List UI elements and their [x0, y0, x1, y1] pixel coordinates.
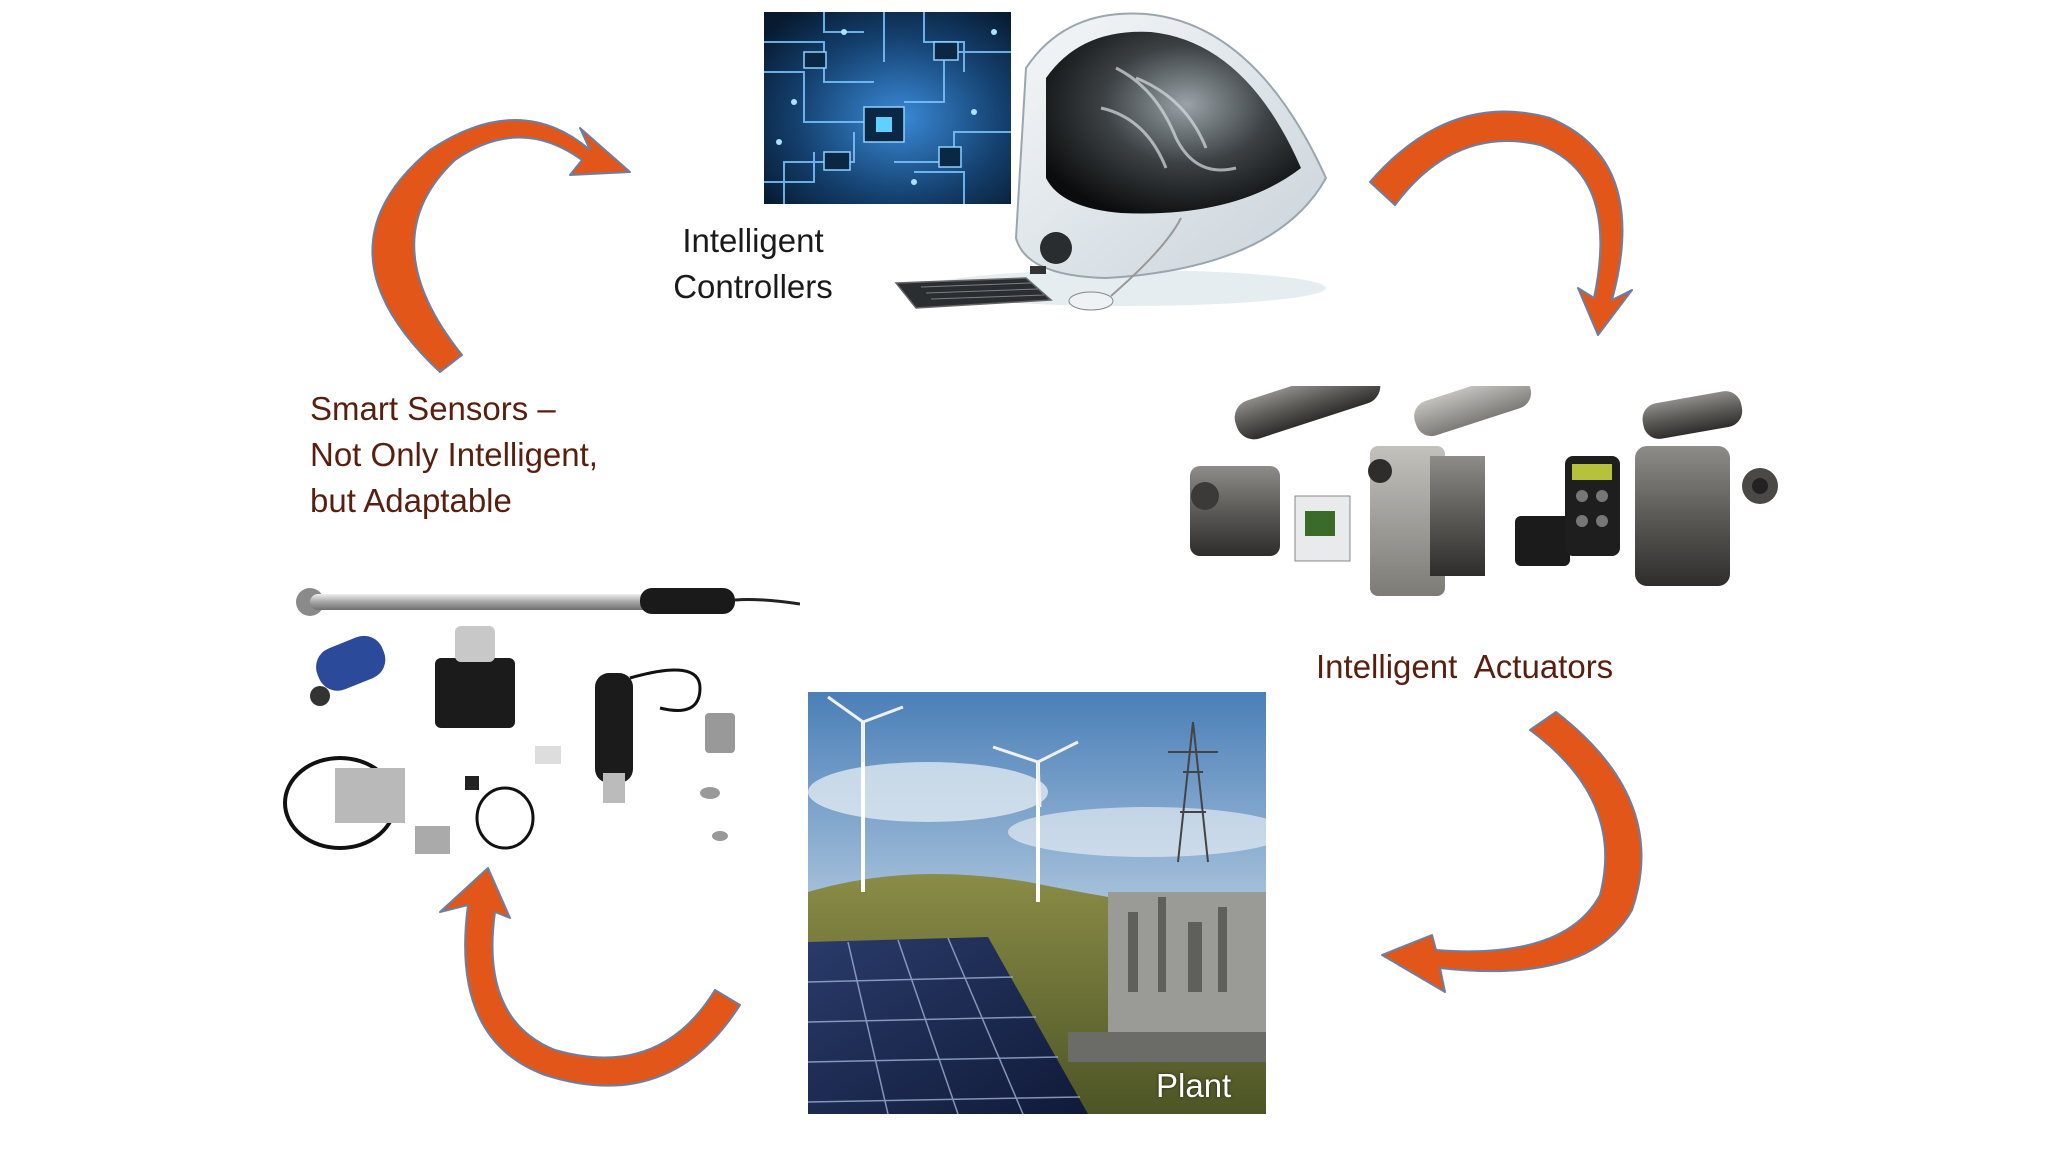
plant-label: Plant — [1156, 1067, 1232, 1104]
circuit-board-image — [764, 12, 1011, 204]
computer-image — [876, 8, 1338, 314]
plant-image: Plant — [808, 692, 1266, 1114]
arrow-controllers-to-actuators — [1369, 110, 1633, 336]
controllers-label: Intelligent Controllers — [668, 218, 838, 310]
arrow-actuators-to-plant — [1381, 711, 1643, 993]
arrow-plant-to-sensors — [439, 867, 741, 1087]
arrow-sensors-to-controllers — [371, 119, 631, 373]
sensors-label-line1: Smart Sensors – — [310, 390, 556, 427]
controllers-label-line2: Controllers — [673, 268, 833, 305]
actuators-image — [1180, 386, 1780, 616]
controllers-label-line1: Intelligent — [682, 222, 824, 259]
sensors-image — [280, 578, 800, 878]
sensors-label-line3: but Adaptable — [310, 482, 512, 519]
actuators-label: Intelligent Actuators — [1316, 648, 1614, 685]
sensors-label-line2: Not Only Intelligent, — [310, 436, 598, 473]
sensors-label: Smart Sensors – Not Only Intelligent, bu… — [310, 386, 598, 524]
